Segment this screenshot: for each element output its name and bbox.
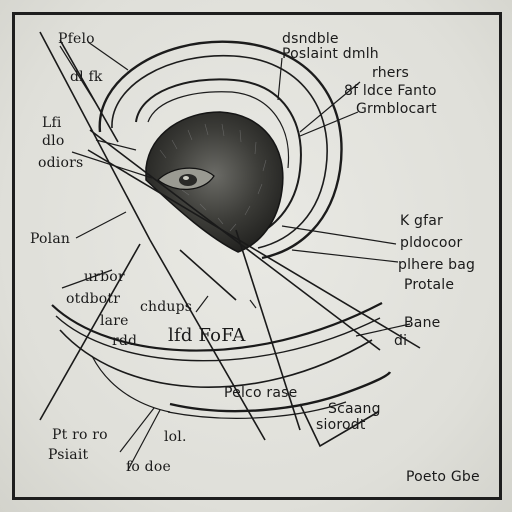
- label-lfd-fofa: lfd FoFA: [168, 325, 246, 346]
- label-protale: Protale: [404, 277, 455, 293]
- label-grmblocart: Grmblocart: [356, 101, 437, 117]
- label-poslaint-dmlh: Poslaint dmlh: [282, 46, 379, 62]
- label-siorodt: siorodt: [316, 417, 366, 433]
- label-psiait: Psiait: [48, 447, 89, 463]
- label-rhers: rhers: [372, 65, 410, 81]
- label-di: di: [394, 333, 408, 349]
- label-otdbotr: otdbotr: [66, 291, 121, 307]
- label-chdups: chdups: [140, 299, 193, 315]
- label-lare: lare: [100, 313, 129, 329]
- label-poeto-gbe: Poeto Gbe: [406, 469, 480, 485]
- label-dlo: dlo: [42, 133, 65, 149]
- base-curves: [51, 302, 392, 448]
- label-odiors: odiors: [38, 155, 84, 171]
- label-scaang: Scaang: [328, 401, 381, 417]
- drawing-frame: [12, 12, 502, 500]
- label-dsndble: dsndble: [282, 31, 339, 47]
- label-dl-fk: dl fk: [70, 69, 103, 85]
- label-pt-ro-ro: Pt ro ro: [52, 427, 108, 443]
- label-pfelo: Pfelo: [58, 31, 95, 47]
- label-pldocoor: pldocoor: [400, 235, 463, 251]
- label-bane: Bane: [404, 315, 441, 331]
- label-lol: lol.: [164, 429, 187, 445]
- label-urbor: urbor: [84, 269, 125, 285]
- label-plhere-bag: plhere bag: [398, 257, 476, 273]
- label-fo-doe: fo doe: [126, 459, 171, 475]
- outer-ring: [98, 40, 343, 260]
- label-lfi: Lfi: [42, 115, 62, 131]
- label-pelco-rase: Pelco rase: [224, 385, 298, 401]
- leader-lines: [59, 41, 411, 471]
- diagonal-lines: [39, 31, 421, 441]
- label-k-gfar: K gfar: [400, 213, 443, 229]
- central-mass: [145, 111, 284, 253]
- label-rdd: rdd: [112, 333, 138, 349]
- label-polan: Polan: [30, 231, 71, 247]
- label-8f-ldce-fanto: 8f ldce Fanto: [344, 83, 437, 99]
